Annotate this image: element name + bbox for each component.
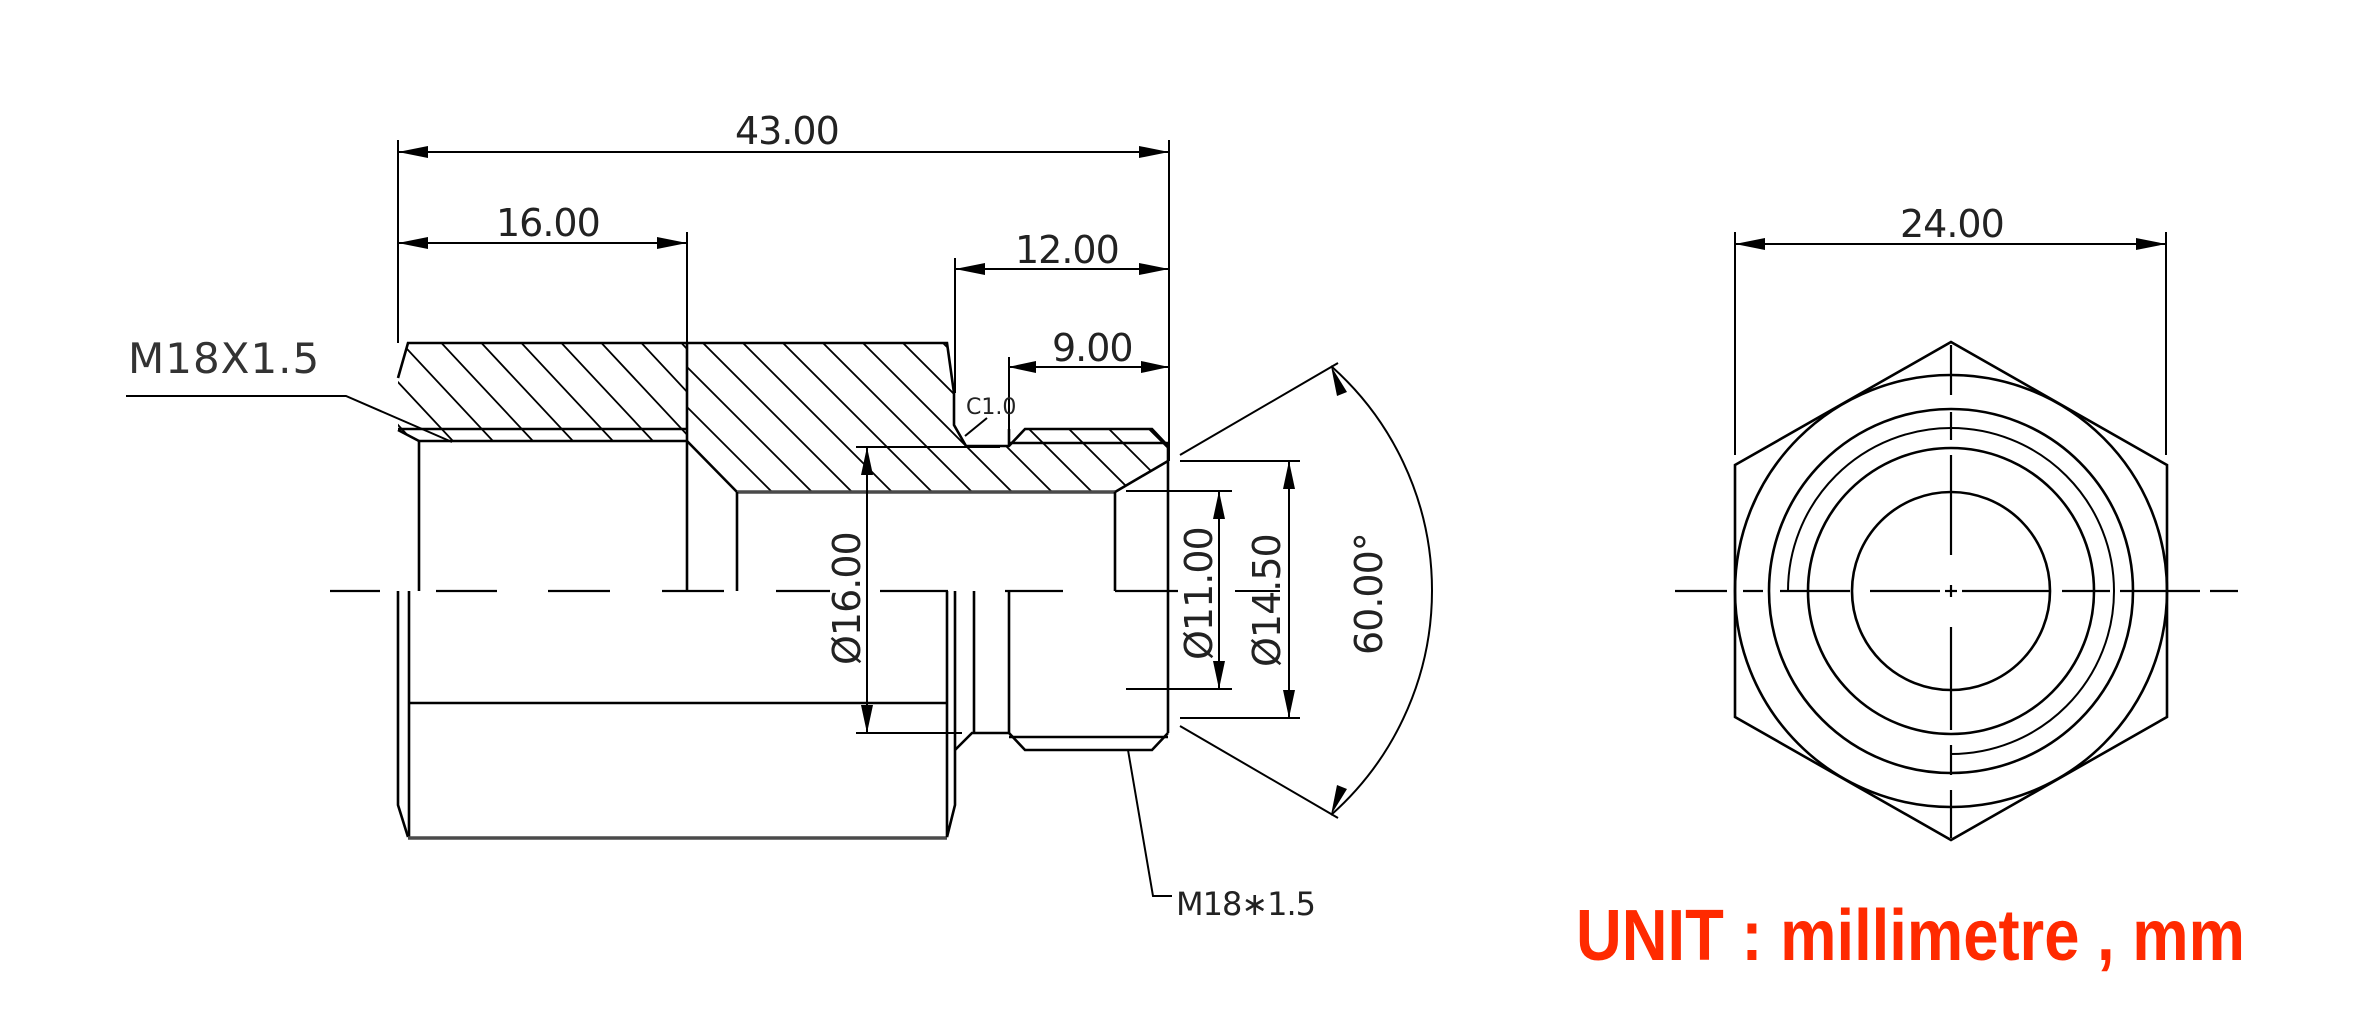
upper-section-outline	[396, 341, 1170, 733]
thread-arc	[1787, 427, 2115, 755]
unit-note: UNIT : millimetre , mm	[1576, 896, 2245, 976]
dim-overall-length: 43.00	[397, 109, 1170, 461]
dim-text-16: 16.00	[496, 201, 600, 245]
end-view-centerlines	[1675, 345, 2238, 838]
hex-outline	[1733, 340, 2169, 842]
thread-text-male: M18∗1.5	[1176, 885, 1315, 923]
end-view: 24.00	[1675, 202, 2238, 842]
chamfer-callout: C1.0	[964, 395, 1016, 437]
dim-text-d11: Ø11.00	[1177, 527, 1221, 660]
lower-section-outline	[396, 591, 1169, 840]
dim-text-12: 12.00	[1015, 228, 1119, 272]
dim-text-24: 24.00	[1900, 202, 2004, 246]
chamfer-text: C1.0	[966, 395, 1016, 420]
dim-text-d16: Ø16.00	[825, 532, 869, 665]
dim-text-angle: 60.00°	[1347, 533, 1391, 655]
thread-callout-female: M18X1.5	[126, 334, 453, 443]
thread-text-female: M18X1.5	[128, 334, 320, 383]
dim-text-43: 43.00	[735, 109, 839, 153]
dim-male-end-length: 12.00	[954, 228, 1169, 393]
dim-hex-across-flats: 24.00	[1734, 202, 2167, 455]
dim-cone-angle: 60.00°	[1179, 362, 1434, 819]
dim-cone-diameter: Ø14.50	[1180, 460, 1300, 719]
dim-text-9: 9.00	[1052, 326, 1133, 370]
dim-female-thread-depth: 16.00	[398, 201, 688, 343]
thread-callout-male: M18∗1.5	[1127, 749, 1316, 923]
dim-text-d14: Ø14.50	[1245, 534, 1289, 667]
section-view: 43.00 16.00 12.00 9.00	[126, 109, 1434, 923]
dim-male-thread-length: 9.00	[1008, 326, 1169, 435]
dim-inner-diameter: Ø11.00	[1126, 490, 1232, 690]
dim-bore-diameter: Ø16.00	[825, 446, 1000, 734]
